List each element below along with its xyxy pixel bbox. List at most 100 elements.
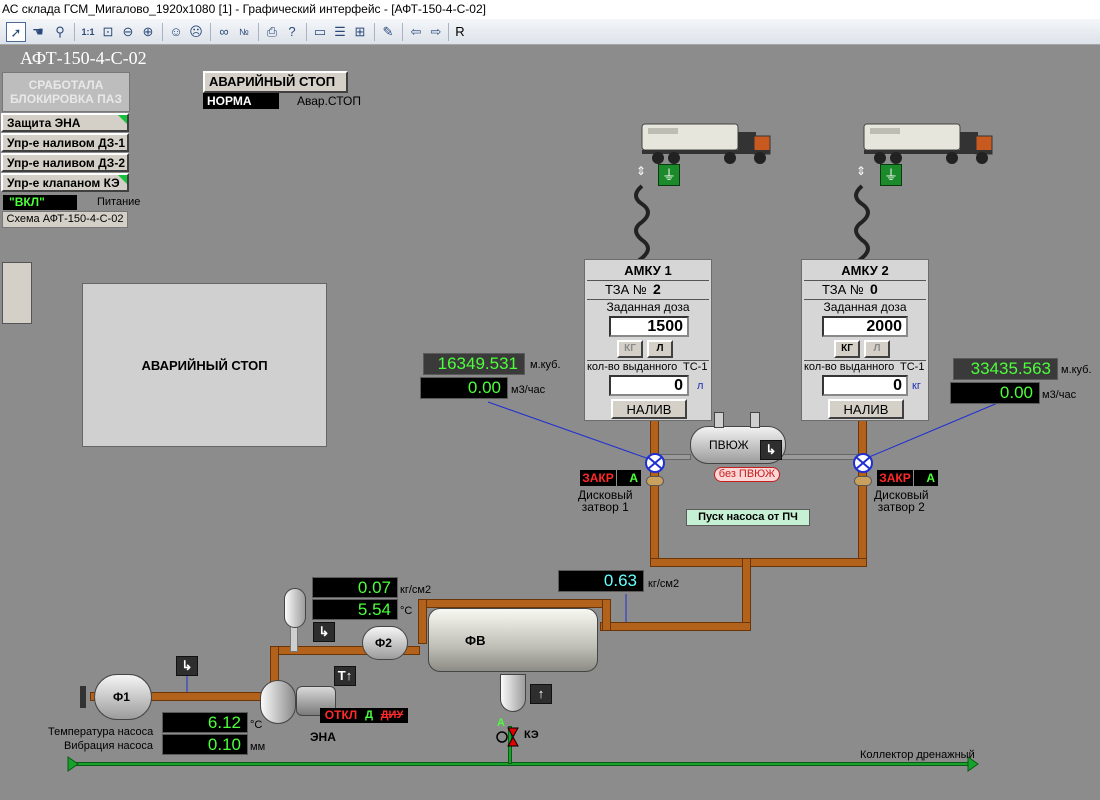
print-icon[interactable]: ⎙	[266, 24, 278, 39]
amku2-dose-label: Заданная доза	[823, 300, 907, 314]
amku2-dose-input[interactable]: 2000	[822, 316, 908, 337]
pump-d-status: Д	[362, 708, 376, 723]
pump-temp-label: Температура насоса	[48, 726, 154, 738]
zoom-out-icon[interactable]: ⊖	[122, 24, 134, 39]
amku2-fill-button[interactable]: НАЛИВ	[828, 399, 904, 419]
select-arrow-icon[interactable]: ➚	[6, 22, 26, 42]
pump-temp-value: 6.12	[162, 712, 248, 733]
level-indicator-icon: ↑	[530, 684, 552, 704]
amku2-unit-l[interactable]: Л	[864, 340, 890, 358]
disk-valve-2-icon[interactable]	[854, 476, 872, 486]
disk-valve-1-icon[interactable]	[646, 476, 664, 486]
amku1-dispensed-label: кол-во выданного	[587, 361, 678, 373]
emergency-stop-button[interactable]: АВАРИЙНЫЙ СТОП	[203, 71, 348, 93]
valve1-closed-status: ЗАКР	[580, 470, 616, 486]
amku1-unit-l[interactable]: Л	[647, 340, 673, 358]
pipe-flange	[80, 686, 86, 708]
filter-f2[interactable]: Ф2	[362, 626, 408, 660]
window-layout-icon[interactable]: ▭	[313, 24, 327, 39]
filter-f1[interactable]: Ф1	[94, 674, 152, 720]
valve2-label: Дисковый затвор 2	[874, 488, 929, 514]
pvyuzh-label: ПВЮЖ	[709, 438, 749, 452]
right-volume-counter: 33435.563	[953, 358, 1058, 380]
right-volume-unit: м.куб.	[1061, 364, 1092, 376]
side-scroll-handle[interactable]	[2, 262, 32, 324]
pump-motor[interactable]	[296, 686, 336, 716]
left-item-ena-protection[interactable]: Защита ЭНА	[1, 113, 129, 132]
paz-status: СРАБОТАЛА БЛОКИРОВКА ПАЗ	[2, 72, 130, 112]
forward-arrow-icon[interactable]: ⇨	[430, 24, 442, 39]
amku1-dose-label: Заданная доза	[606, 300, 690, 314]
pump-pressure-unit: кг/см2	[400, 584, 432, 596]
amku1-title: АМКУ 1	[624, 263, 672, 278]
pvyuzh-neck	[714, 412, 724, 428]
left-item-dz1[interactable]: Упр-е наливом ДЗ-1	[1, 133, 129, 152]
level-indicator-icon: ↳	[313, 622, 335, 642]
pipe-vertical-middle	[742, 558, 751, 630]
page-title: АФТ-150-4-С-02	[20, 48, 147, 68]
window-split-icon[interactable]: ☰	[334, 24, 346, 39]
level-indicator-icon: ↳	[176, 656, 198, 676]
window-tile-icon[interactable]: ⊞	[354, 24, 366, 39]
ground-indicator-icon: ⏚	[880, 164, 902, 186]
avar-stop-label: Авар.СТОП	[297, 94, 361, 108]
zoom-in-icon[interactable]: ⊕	[142, 24, 154, 39]
left-item-ke[interactable]: Упр-е клапаном КЭ	[1, 173, 129, 192]
pump-du-status: ДИУ	[376, 708, 408, 723]
filter-fv[interactable]: ФВ	[428, 608, 598, 672]
left-item-dz2[interactable]: Упр-е наливом ДЗ-2	[1, 153, 129, 172]
amku2-tza-number: 0	[870, 281, 878, 297]
norm-status: НОРМА	[203, 93, 279, 109]
hand-icon[interactable]: ☚	[32, 24, 44, 39]
corner-indicator-icon	[118, 175, 127, 184]
user-logout-icon[interactable]: ☹	[189, 24, 203, 39]
temperature-indicator-icon: T↑	[334, 666, 356, 686]
binoculars-icon[interactable]: ∞	[219, 24, 229, 39]
window-title-bar: АС склада ГСМ_Мигалово_1920x1080 [1] - Г…	[0, 0, 1100, 19]
drain-collector-line	[72, 762, 972, 766]
collector-label: Коллектор дренажный	[860, 749, 975, 761]
amku2-dispensed-label: кол-во выданного	[804, 361, 895, 373]
r-button[interactable]: R	[455, 24, 465, 39]
flowmeter-icon	[645, 453, 665, 473]
amku2-dispensed-unit: кг	[912, 380, 921, 392]
amku1-fill-button[interactable]: НАЛИВ	[611, 399, 687, 419]
zoom-icon[interactable]: ⚲	[55, 24, 65, 39]
zoom-fit-icon[interactable]: ⊡	[102, 24, 114, 39]
amku2-panel: АМКУ 2 ТЗА № 0 Заданная доза 2000 КГ Л к…	[801, 259, 929, 421]
pvyuzh-tank[interactable]: ПВЮЖ	[690, 426, 786, 464]
window-title: АС склада ГСМ_Мигалово_1920x1080 [1] - Г…	[2, 2, 486, 16]
zoom-1to1-icon[interactable]: 1:1	[81, 27, 95, 37]
amku1-dose-input[interactable]: 1500	[609, 316, 689, 337]
pipe-fv-left	[418, 599, 427, 644]
emergency-stop-panel[interactable]: АВАРИЙНЫЙ СТОП	[82, 283, 327, 447]
collector-arrow-right-icon	[967, 756, 979, 772]
amku1-unit-kg[interactable]: КГ	[617, 340, 643, 358]
amku1-dispensed-value: 0	[609, 375, 689, 396]
back-arrow-icon[interactable]: ⇦	[410, 24, 422, 39]
report-icon[interactable]: ✎	[382, 24, 394, 39]
pipe-horizontal-top	[650, 558, 867, 567]
help-icon[interactable]: ?	[288, 24, 296, 39]
pipe-vertical-left	[650, 420, 659, 566]
ke-valve-icon[interactable]	[496, 726, 520, 748]
amku1-tza-label: ТЗА №	[605, 282, 647, 297]
pvyuzh-bypass-button[interactable]: без ПВЮЖ	[714, 467, 780, 482]
counter-icon[interactable]: №	[239, 27, 249, 37]
amku2-unit-kg[interactable]: КГ	[834, 340, 860, 358]
amku1-tza-number: 2	[653, 281, 661, 297]
valve1-auto-status: А	[617, 470, 641, 486]
schema-button[interactable]: Схема АФТ-150-4-С-02	[2, 211, 128, 228]
amku1-dispensed-unit: л	[697, 380, 704, 392]
pipe-pressure-unit: кг/см2	[648, 578, 680, 590]
scada-canvas: Коллектор дренажный АФТ-150-4-С-02 СРАБО…	[0, 46, 1100, 800]
user-login-icon[interactable]: ☺	[169, 24, 183, 39]
pump-vibration-label: Вибрация насоса	[64, 740, 154, 752]
pump-housing[interactable]	[260, 680, 296, 724]
nozzle-icon: ⇕	[856, 164, 867, 178]
corner-indicator-icon	[118, 115, 127, 124]
pump-label: ЭНА	[310, 730, 336, 744]
pipe-fv-top	[418, 599, 608, 608]
pump-vibration-value: 0.10	[162, 734, 248, 755]
fuel-truck-icon	[863, 123, 993, 164]
